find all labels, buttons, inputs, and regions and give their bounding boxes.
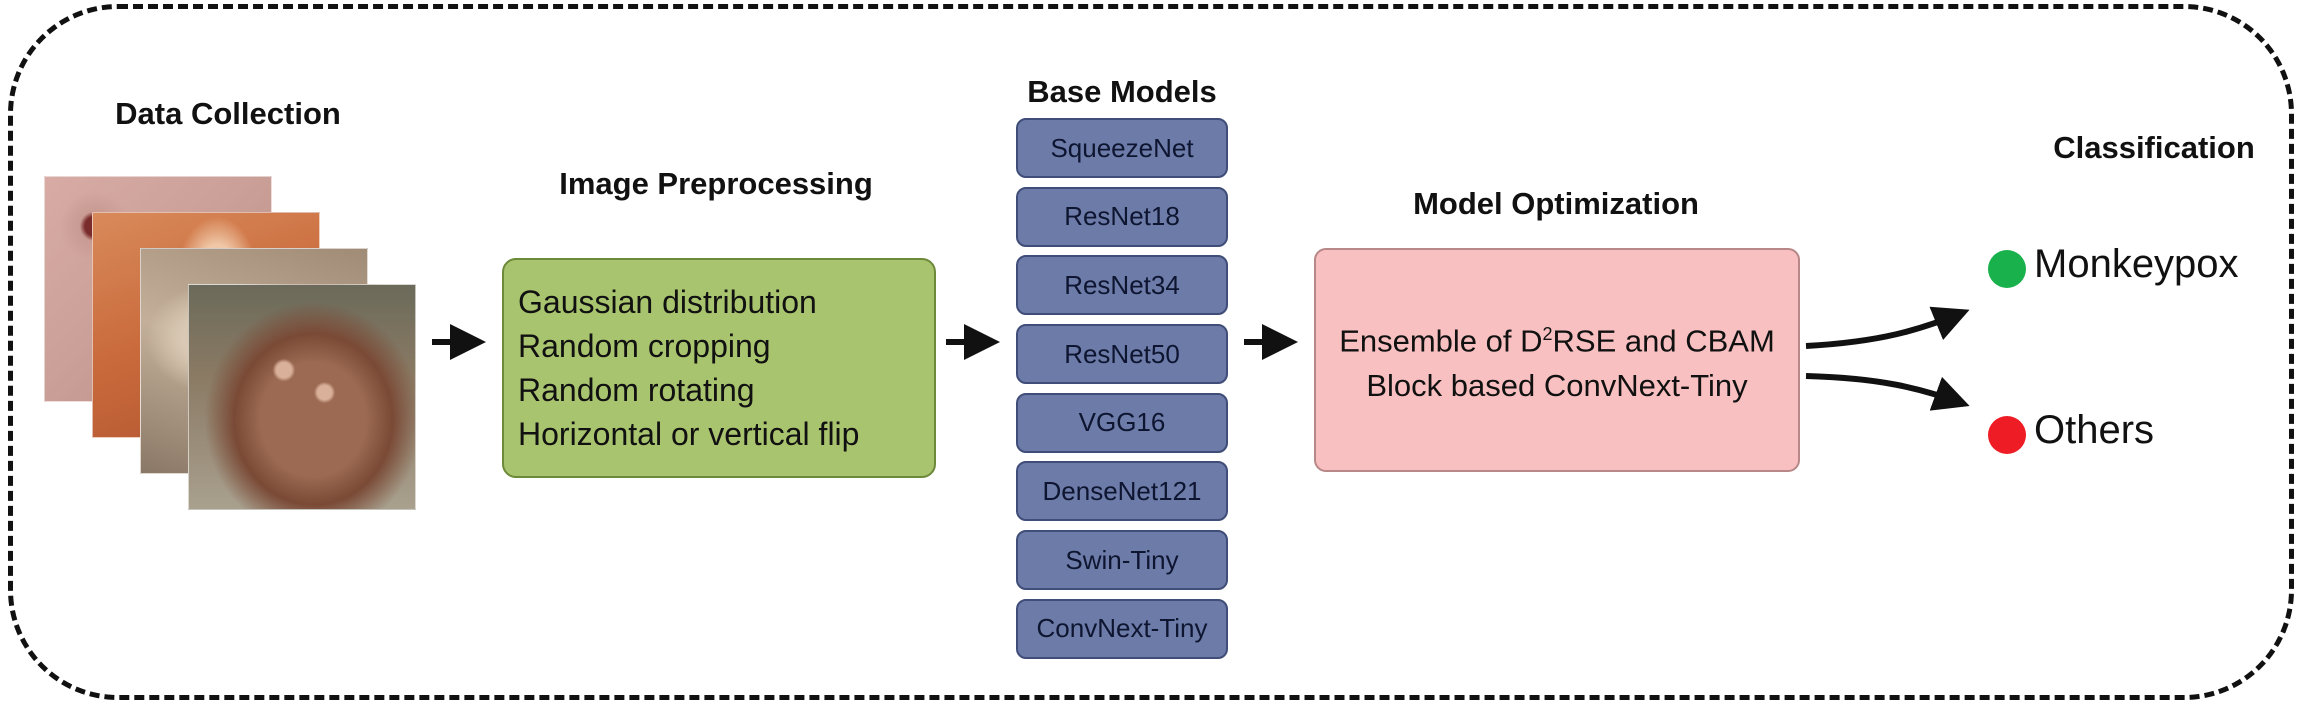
base-models-heading: Base Models (1027, 74, 1217, 109)
monkeypox-indicator-dot (1988, 250, 2026, 288)
base-model-densenet121: DenseNet121 (1016, 461, 1228, 522)
image-preprocessing-box: Gaussian distribution Random cropping Ra… (502, 258, 936, 478)
preprocessing-step: Horizontal or vertical flip (518, 416, 860, 452)
others-indicator-dot (1988, 416, 2026, 454)
optimization-line-1: Ensemble of D2RSE and CBAM (1339, 312, 1775, 363)
classification-heading: Classification (2053, 130, 2255, 165)
base-model-vgg16: VGG16 (1016, 392, 1228, 453)
class-label-monkeypox: Monkeypox (2034, 242, 2239, 286)
optimization-line-2: Block based ConvNext-Tiny (1366, 367, 1748, 403)
data-collection-image-stack (44, 176, 424, 516)
base-model-resnet50: ResNet50 (1016, 324, 1228, 385)
diagram-frame (8, 4, 2294, 700)
base-model-convnext-tiny: ConvNext-Tiny (1016, 598, 1228, 659)
base-model-resnet34: ResNet34 (1016, 255, 1228, 316)
optimization-text: RSE and CBAM (1552, 323, 1775, 359)
arrow-to-monkeypox (1805, 306, 1970, 349)
preprocessing-step: Random cropping (518, 328, 771, 364)
preprocessing-step: Random rotating (518, 372, 755, 408)
model-optimization-box: Ensemble of D2RSE and CBAM Block based C… (1314, 248, 1800, 472)
data-collection-heading: Data Collection (115, 96, 341, 131)
optimization-text: Ensemble of D (1339, 323, 1543, 359)
optimization-superscript: 2 (1542, 324, 1553, 345)
class-label-others: Others (2034, 408, 2155, 452)
base-model-resnet18: ResNet18 (1016, 186, 1228, 247)
arrow-to-others (1805, 373, 1970, 411)
base-models-list: SqueezeNet ResNet18 ResNet34 ResNet50 VG… (1016, 118, 1228, 668)
hand-lesion-image (188, 284, 416, 510)
preprocessing-step: Gaussian distribution (518, 284, 817, 320)
model-optimization-heading: Model Optimization (1413, 186, 1699, 221)
base-model-swin-tiny: Swin-Tiny (1016, 530, 1228, 591)
base-model-squeezenet: SqueezeNet (1016, 118, 1228, 178)
image-preprocessing-heading: Image Preprocessing (559, 166, 873, 201)
